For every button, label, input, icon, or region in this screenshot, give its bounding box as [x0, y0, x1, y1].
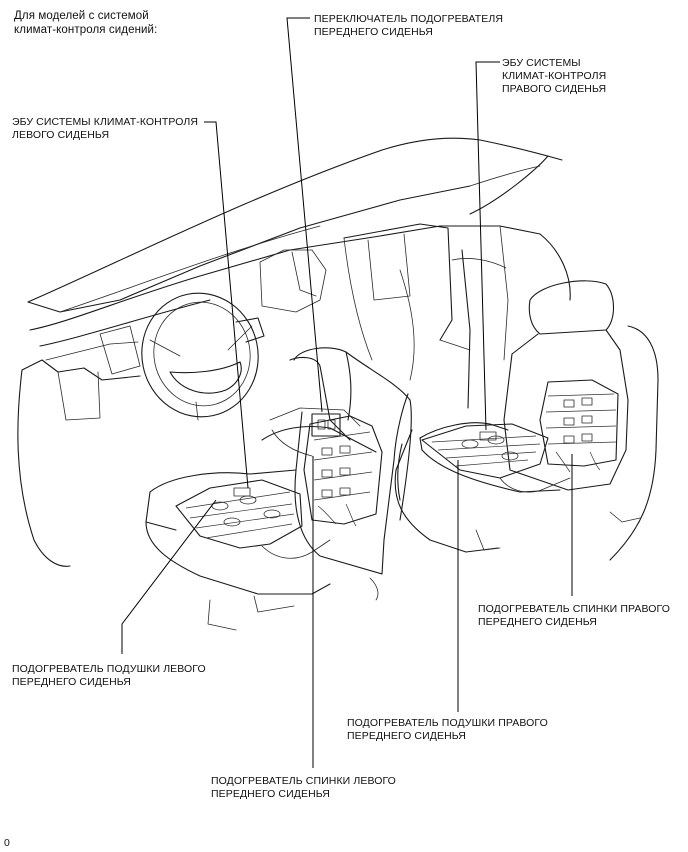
label-back-heater-left: ПОДОГРЕВАТЕЛЬ СПИНКИ ЛЕВОГО ПЕРЕДНЕГО СИ… [211, 775, 396, 800]
models-caption: Для моделей с системой климат-контроля с… [14, 9, 157, 37]
leader-cushion-left [121, 499, 217, 654]
label-ecu-left-seat: ЭБУ СИСТЕМЫ КЛИМАТ-КОНТРОЛЯ ЛЕВОГО СИДЕН… [12, 116, 199, 141]
label-cushion-heater-right: ПОДОГРЕВАТЕЛЬ ПОДУШКИ ПРАВОГО ПЕРЕДНЕГО … [347, 717, 548, 742]
label-cushion-heater-left: ПОДОГРЕВАТЕЛЬ ПОДУШКИ ЛЕВОГО ПЕРЕДНЕГО С… [12, 663, 206, 688]
leader-lines [121, 17, 573, 768]
dashboard [17, 223, 571, 567]
right-front-seat [394, 280, 659, 561]
leader-ecu-left [204, 121, 249, 489]
caption-line-1: Для моделей с системой [14, 10, 149, 22]
caption-line-2: климат-контроля сидений: [14, 24, 158, 36]
label-ecu-right-seat: ЭБУ СИСТЕМЫ КЛИМАТ-КОНТРОЛЯ ПРАВОГО СИДЕ… [502, 57, 607, 95]
label-heater-switch: ПЕРЕКЛЮЧАТЕЛЬ ПОДОГРЕВАТЕЛЯ ПЕРЕДНЕГО СИ… [314, 13, 504, 38]
steering-wheel [141, 292, 265, 421]
leader-ecu-right [475, 61, 500, 431]
center-console [261, 356, 377, 457]
heater-switch-block [311, 413, 341, 437]
windshield-outline [27, 137, 563, 313]
left-front-seat [145, 347, 412, 631]
leader-switch [286, 17, 323, 413]
figure-id: 0 [4, 837, 10, 849]
label-back-heater-right: ПОДОГРЕВАТЕЛЬ СПИНКИ ПРАВОГО ПЕРЕДНЕГО С… [478, 603, 670, 628]
